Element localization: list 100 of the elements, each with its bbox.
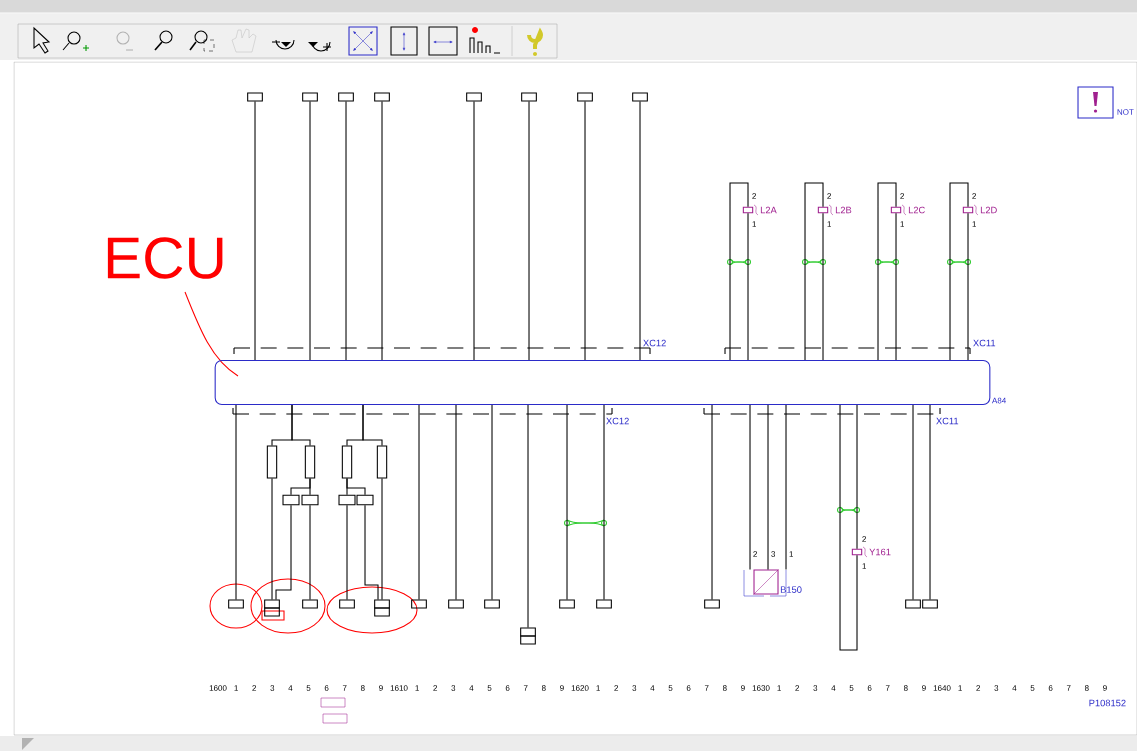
wire xyxy=(967,212,969,361)
drawing-number: P108152 xyxy=(1089,699,1126,707)
ruler-number: 4 xyxy=(288,685,293,691)
ruler-number: 7 xyxy=(523,685,528,691)
terminal-box xyxy=(577,92,593,102)
wire xyxy=(528,101,530,361)
inline-connector xyxy=(341,445,353,479)
wire xyxy=(877,182,897,361)
terminal-box xyxy=(632,92,648,102)
wire xyxy=(949,182,969,361)
terminal-box xyxy=(338,92,354,102)
ruler-number: 1 xyxy=(234,685,238,691)
pin-number: 1 xyxy=(862,563,866,569)
terminal-box xyxy=(228,599,244,609)
terminal-box xyxy=(596,599,612,609)
ruler-number: 8 xyxy=(903,685,908,691)
ruler-number: 5 xyxy=(487,685,492,691)
ruler-number: 1630 xyxy=(752,685,770,691)
pin-number: 1 xyxy=(752,221,756,227)
terminal-box xyxy=(922,599,938,609)
note-label: NOT xyxy=(1117,109,1134,115)
ruler-number: 3 xyxy=(451,685,456,691)
wire xyxy=(603,404,605,600)
wire xyxy=(491,404,493,600)
terminal-box xyxy=(448,599,464,609)
ruler-number: 3 xyxy=(270,685,275,691)
wire xyxy=(749,404,751,570)
pin-number: 2 xyxy=(752,193,756,199)
terminal-box xyxy=(559,599,575,609)
ruler-number: 5 xyxy=(849,685,854,691)
wire xyxy=(729,182,749,361)
pin-number: 2 xyxy=(900,193,904,199)
ruler-number: 2 xyxy=(252,685,257,691)
ruler-number: 6 xyxy=(505,685,510,691)
wire xyxy=(362,404,383,446)
terminal-box xyxy=(264,599,280,617)
wire xyxy=(711,404,713,600)
ruler-number: 2 xyxy=(433,685,438,691)
wire xyxy=(309,101,311,361)
wire xyxy=(747,212,749,361)
ruler-number: 8 xyxy=(1084,685,1089,691)
wire xyxy=(804,182,824,361)
terminal-box xyxy=(339,599,355,609)
terminal-box xyxy=(466,92,482,102)
ruler-number: 5 xyxy=(668,685,673,691)
ruler-number: 9 xyxy=(560,685,564,691)
wire xyxy=(785,404,787,570)
terminal-box xyxy=(374,92,390,102)
wire xyxy=(418,404,420,600)
connector-label: XC11 xyxy=(973,339,996,347)
terminal-box xyxy=(247,92,263,102)
ruler-number: 7 xyxy=(885,685,890,691)
ruler-number: 4 xyxy=(469,685,474,691)
wire xyxy=(345,101,347,361)
ruler-number: 6 xyxy=(1048,685,1053,691)
ruler-number: 9 xyxy=(379,685,383,691)
ruler-number: 1600 xyxy=(209,685,227,691)
terminal-box xyxy=(484,599,500,609)
ruler-number: 1640 xyxy=(933,685,951,691)
ruler-number: 1610 xyxy=(390,685,408,691)
wire xyxy=(381,101,383,361)
wire xyxy=(929,404,931,600)
ruler-number: 9 xyxy=(1103,685,1107,691)
ruler-number: 3 xyxy=(994,685,999,691)
ruler-number: 9 xyxy=(741,685,745,691)
wire xyxy=(275,504,292,600)
splice-box xyxy=(282,494,300,506)
pin-number: 1 xyxy=(827,221,831,227)
wire xyxy=(455,404,457,600)
connector-label: XC12 xyxy=(643,339,666,347)
terminal-box xyxy=(302,599,318,609)
ruler-number: 6 xyxy=(324,685,329,691)
pin-number: 2 xyxy=(862,536,866,542)
wire xyxy=(566,404,568,600)
terminal-box xyxy=(521,92,537,102)
ruler-number: 1 xyxy=(415,685,419,691)
inline-connector xyxy=(266,445,278,479)
wire xyxy=(381,478,383,600)
wire xyxy=(822,212,824,361)
pin-number: 1 xyxy=(789,551,793,557)
connector-label: XC11 xyxy=(936,417,959,425)
terminal-box xyxy=(905,599,921,609)
ruler-number: 2 xyxy=(795,685,800,691)
wire xyxy=(767,404,769,570)
pin-number: 1 xyxy=(900,221,904,227)
pin-number: 1 xyxy=(972,221,976,227)
terminal-box xyxy=(520,627,536,645)
splice-box xyxy=(301,494,319,506)
wire xyxy=(271,478,273,600)
wire xyxy=(912,404,914,600)
wire xyxy=(291,404,311,446)
wire xyxy=(839,404,858,651)
node-label: A84 xyxy=(992,397,1006,404)
wire xyxy=(346,504,348,600)
wire xyxy=(309,478,311,496)
terminal-box xyxy=(704,599,720,609)
wire xyxy=(235,404,237,600)
ruler-number: 9 xyxy=(922,685,926,691)
control-unit-box: A84 xyxy=(214,359,1006,406)
ruler-number: 6 xyxy=(686,685,691,691)
